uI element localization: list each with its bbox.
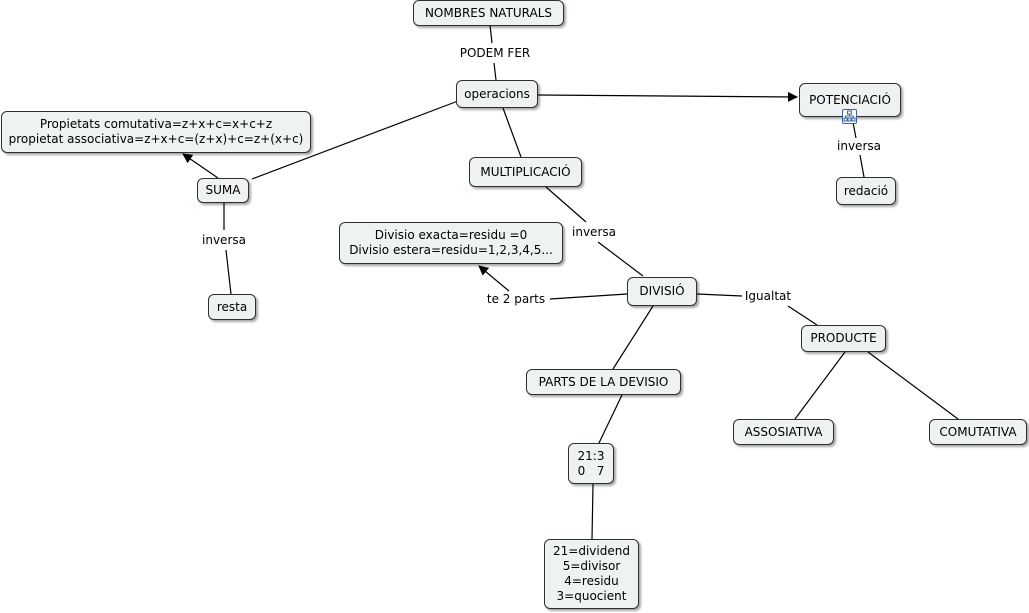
node-producte[interactable]: PRODUCTE <box>801 325 886 352</box>
connector-line <box>787 305 818 326</box>
connector-line <box>612 305 654 370</box>
node-resta[interactable]: resta <box>208 294 256 320</box>
link-label-inversa-suma[interactable]: inversa <box>200 233 248 247</box>
node-parts-devisio[interactable]: PARTS DE LA DEVISIO <box>526 369 681 395</box>
link-label-igualtat[interactable]: Igualtat <box>742 289 794 303</box>
connector-line <box>794 351 846 420</box>
node-redacio[interactable]: redació <box>836 177 896 205</box>
node-comutativa[interactable]: COMUTATIVA <box>929 419 1027 445</box>
connector-line <box>251 100 459 180</box>
node-suma[interactable]: SUMA <box>197 178 249 203</box>
node-divisio-tipus[interactable]: Divisio exacta=residu =0 Divisio estera=… <box>339 222 563 264</box>
node-propietats-suma[interactable]: Propietats comutativa=z+x+c=x+c+z propie… <box>1 111 311 153</box>
connector-arrow <box>537 91 798 102</box>
connector-line <box>598 394 623 444</box>
connector-arrow <box>182 153 219 179</box>
connector-line <box>867 351 959 420</box>
link-label-podem-fer[interactable]: PODEM FER <box>457 46 533 60</box>
connector-arrow <box>478 265 510 292</box>
node-nombres-naturals[interactable]: NOMBRES NATURALS <box>413 0 564 26</box>
connector-line <box>591 483 594 540</box>
node-assosiativa[interactable]: ASSOSIATIVA <box>733 419 834 445</box>
connector-line <box>493 62 497 81</box>
node-multiplicacio[interactable]: MULTIPLICACIÓ <box>469 157 582 187</box>
connector-line <box>545 186 587 223</box>
hierarchy-icon[interactable] <box>842 109 857 124</box>
connector-line <box>502 107 522 158</box>
link-label-te-2-parts[interactable]: te 2 parts <box>484 292 548 306</box>
link-label-inversa-multiplicacio[interactable]: inversa <box>570 225 618 239</box>
connector-line <box>696 293 743 297</box>
node-operacions[interactable]: operacions <box>456 80 538 108</box>
connector-line <box>225 249 232 295</box>
link-label-inversa-potenciacio[interactable]: inversa <box>835 139 883 153</box>
connector-line <box>489 24 493 44</box>
node-divisio[interactable]: DIVISIÓ <box>627 277 697 306</box>
connector-line <box>597 241 644 277</box>
node-exemple-divisio[interactable]: 21:3 0 7 <box>568 443 614 484</box>
connector-line <box>549 293 628 300</box>
connector-line <box>859 154 865 178</box>
node-definicions[interactable]: 21=dividend 5=divisor 4=residu 3=quocien… <box>544 539 639 609</box>
